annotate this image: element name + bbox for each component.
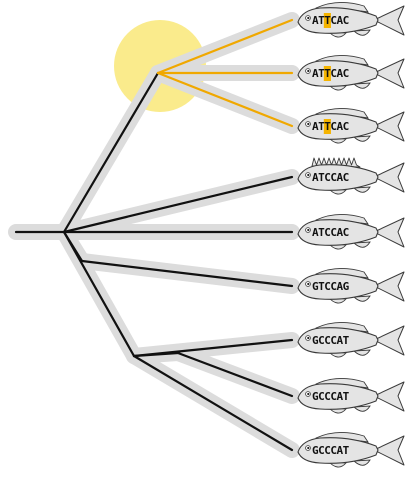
fish-icon: GCCCAT: [298, 378, 404, 413]
tree-branch: [82, 261, 292, 286]
fish-tail: [374, 163, 404, 192]
sequence-label: GCCCAT: [312, 334, 350, 347]
fish-pupil: [307, 229, 309, 231]
fish-pupil: [307, 70, 309, 72]
fish-tail: [374, 382, 404, 411]
fish-tail: [374, 112, 404, 141]
tree-branch: [64, 232, 134, 356]
branch-halos: [16, 20, 292, 450]
fish-pupil: [307, 174, 309, 176]
fish-icon: GCCCAT: [298, 322, 404, 357]
fish-icon: ATCCAC: [298, 158, 404, 194]
fish-tail: [374, 272, 404, 301]
fish-tail: [374, 326, 404, 355]
sequence-base: C: [343, 120, 349, 133]
sequence-label: ATCCAC: [312, 226, 349, 239]
fish-icon: GCCCAT: [298, 432, 404, 467]
sequence-base: C: [343, 171, 349, 184]
fish-pupil: [307, 17, 309, 19]
fish-icon: ATTCAC: [298, 55, 404, 90]
fish-pupil: [307, 123, 309, 125]
sequence-label: GCCCAT: [312, 444, 350, 457]
sequence-base: T: [343, 390, 350, 403]
sequence-label: ATTCAC: [312, 14, 349, 27]
fish-icon: ATTCAC: [298, 108, 404, 143]
fish-tail: [374, 218, 404, 247]
sequence-label: GTCCAG: [312, 280, 350, 293]
sequence-label: ATCCAC: [312, 171, 349, 184]
sequence-label: ATTCAC: [312, 120, 349, 133]
sequence-base: G: [343, 280, 350, 293]
fish-pupil: [307, 283, 309, 285]
fish-tail: [374, 436, 404, 465]
fish-icon: ATTCAC: [298, 2, 404, 37]
fish-icon: GTCCAG: [298, 268, 404, 303]
fish-pupil: [307, 337, 309, 339]
sequence-base: C: [343, 226, 349, 239]
fish-tips: ATTCACATTCACATTCACATCCACATCCACGTCCAGGCCC…: [298, 2, 404, 467]
sequence-base: C: [343, 14, 349, 27]
fish-pupil: [307, 393, 309, 395]
fish-tail: [374, 59, 404, 88]
sequence-label: ATTCAC: [312, 67, 349, 80]
sequence-base: C: [343, 67, 349, 80]
sequence-base: T: [343, 334, 350, 347]
sequence-label: GCCCAT: [312, 390, 350, 403]
fish-tail: [374, 6, 404, 35]
sequence-base: T: [343, 444, 350, 457]
fish-icon: ATCCAC: [298, 214, 404, 249]
fish-pupil: [307, 447, 309, 449]
